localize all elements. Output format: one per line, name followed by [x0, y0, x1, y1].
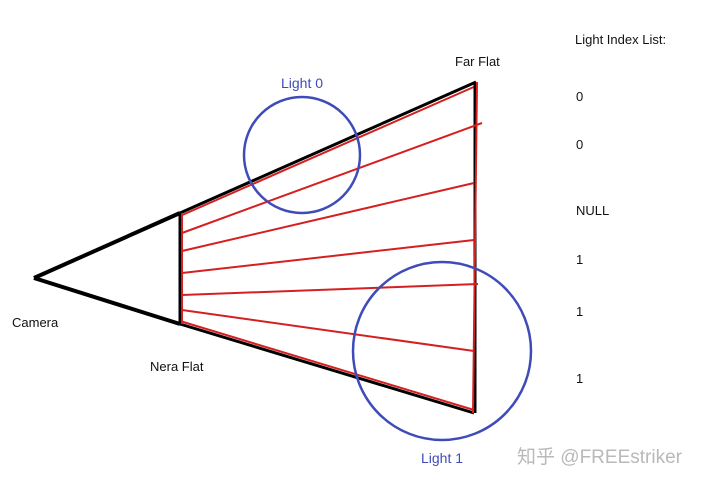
far-plane-label: Far Flat	[455, 54, 500, 69]
depth-slice-1	[181, 122, 483, 234]
frustum-bottom-edge-red	[179, 320, 475, 411]
watermark: 知乎 @FREEstriker	[517, 447, 682, 468]
light-index-entry: NULL	[576, 203, 610, 218]
light-index-entry: 1	[576, 304, 584, 319]
light-0-circle	[242, 95, 362, 215]
camera-ray-bottom	[33, 276, 181, 326]
light-0-label: Light 0	[281, 75, 324, 91]
camera-label: Camera	[12, 315, 59, 330]
frustum-top-edge	[179, 80, 477, 215]
depth-slice-3	[181, 239, 475, 274]
light-index-entry: 0	[576, 137, 584, 152]
depth-slice-4	[181, 283, 479, 296]
depth-slice-5	[181, 309, 475, 352]
light-index-entry: 0	[576, 89, 584, 104]
frustum-top-edge-red	[179, 85, 477, 217]
light-1-label: Light 1	[421, 450, 464, 466]
camera-ray-top	[33, 211, 181, 280]
near-plane-label: Nera Flat	[150, 359, 204, 374]
light-index-list-title: Light Index List:	[575, 32, 667, 47]
frustum-bottom-edge	[179, 322, 475, 415]
light-index-entry: 1	[576, 252, 584, 267]
depth-slice-2	[181, 182, 475, 252]
light-index-entry: 1	[576, 371, 584, 386]
far-plane	[472, 81, 478, 414]
light-1-circle	[351, 260, 533, 442]
